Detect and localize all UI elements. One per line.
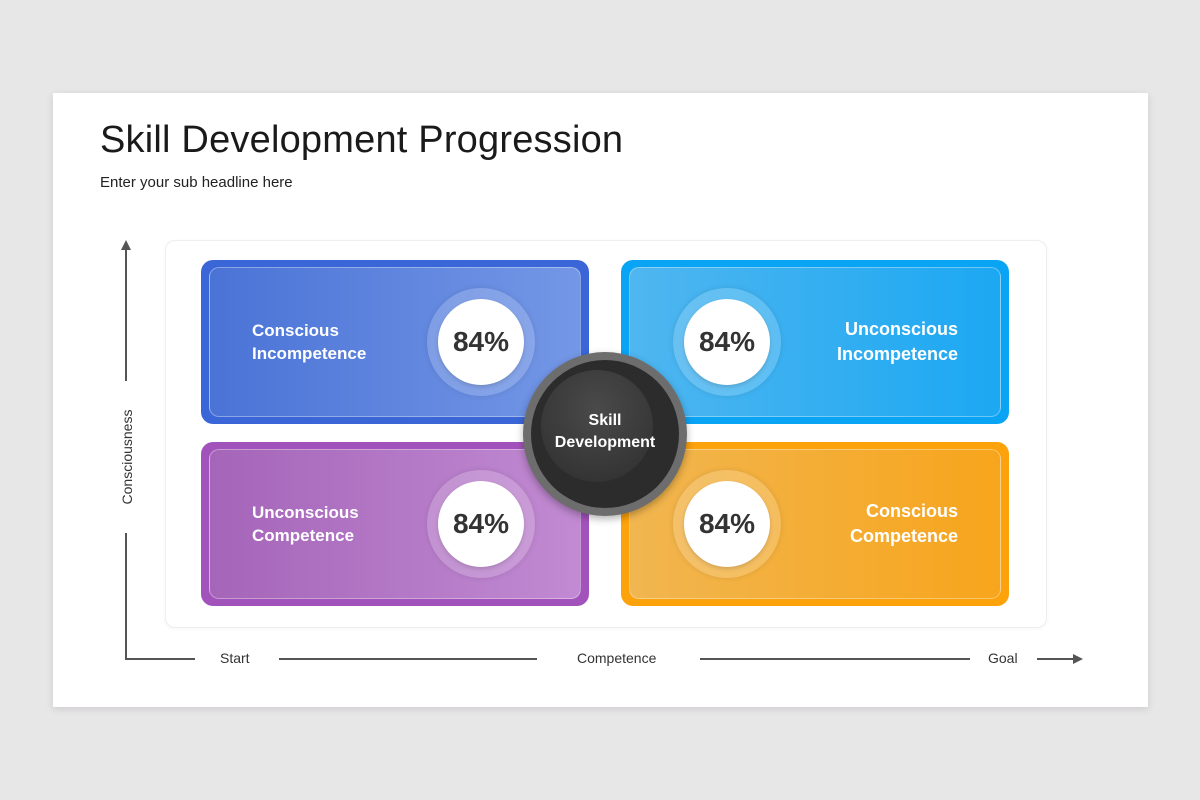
quadrant-conscious-incompetence: Conscious Incompetence 84% — [201, 260, 589, 424]
percentage-value: 84% — [684, 481, 770, 567]
center-hub: Skill Development — [523, 352, 687, 516]
quadrant-unconscious-competence: Unconscious Competence 84% — [201, 442, 589, 606]
x-axis-line-left — [279, 658, 537, 660]
percentage-ring: 84% — [427, 470, 535, 578]
percentage-value: 84% — [438, 481, 524, 567]
percentage-ring: 84% — [427, 288, 535, 396]
percentage-value: 84% — [438, 299, 524, 385]
quadrant-label: Unconscious Incompetence — [836, 319, 958, 364]
x-axis-end-label: Goal — [988, 650, 1018, 666]
quadrant-label: Conscious Incompetence — [252, 321, 367, 363]
slide-title: Skill Development Progression — [100, 119, 624, 161]
quadrant-label: Conscious Competence — [849, 501, 958, 546]
x-axis-label: Competence — [577, 650, 657, 666]
percentage-ring: 84% — [673, 470, 781, 578]
x-axis-start-label: Start — [220, 650, 250, 666]
y-axis-line-lower — [125, 533, 127, 660]
x-axis-line-right — [700, 658, 970, 660]
x-axis-line-end — [1037, 658, 1075, 660]
x-axis-line-start — [125, 658, 195, 660]
slide-subtitle: Enter your sub headline here — [100, 174, 293, 191]
percentage-value: 84% — [684, 299, 770, 385]
y-axis-label: Consciousness — [119, 409, 135, 505]
arrow-up-icon — [121, 240, 131, 250]
quadrant-conscious-competence: 84% Conscious Competence — [621, 442, 1009, 606]
center-label: Skill Development — [554, 412, 656, 451]
quadrant-unconscious-incompetence: 84% Unconscious Incompetence — [621, 260, 1009, 424]
quadrant-label: Unconscious Competence — [252, 503, 359, 545]
arrow-right-icon — [1073, 654, 1083, 664]
y-axis-line-upper — [125, 249, 127, 381]
slide: Skill Development Progression Enter your… — [53, 93, 1148, 707]
percentage-ring: 84% — [673, 288, 781, 396]
